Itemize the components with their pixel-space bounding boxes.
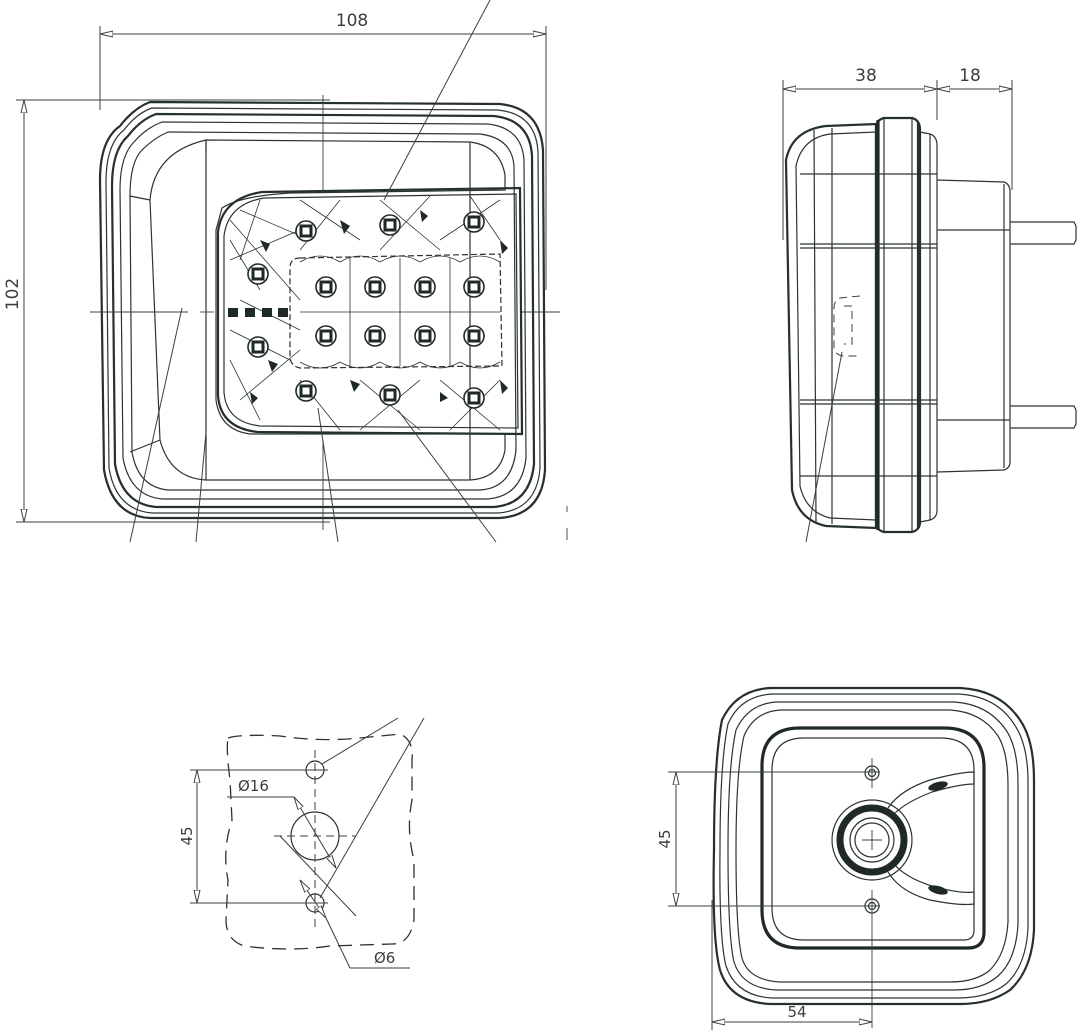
led xyxy=(295,220,317,242)
center-hole-label: Ø16 xyxy=(238,777,269,795)
side-view: 38 18 xyxy=(782,66,1077,543)
led-panel xyxy=(216,186,524,436)
leader-lines xyxy=(129,0,497,543)
depth-label: 38 xyxy=(855,66,877,86)
rear-offset-label: 54 xyxy=(787,1003,806,1021)
led xyxy=(364,325,386,347)
width-dimension: 108 xyxy=(99,11,547,290)
led xyxy=(364,276,386,298)
led xyxy=(247,263,269,285)
led xyxy=(463,276,485,298)
led xyxy=(463,325,485,347)
stud-length-label: 18 xyxy=(959,66,981,86)
rear-spacing-label: 45 xyxy=(656,829,674,848)
front-view: 108 102 xyxy=(3,0,560,543)
led xyxy=(414,276,436,298)
led-array xyxy=(247,211,485,409)
led xyxy=(463,387,485,409)
height-dimension: 102 xyxy=(3,99,330,523)
led xyxy=(315,276,337,298)
led xyxy=(247,336,269,358)
mounting-template: 45 Ø16 Ø6 xyxy=(178,717,425,969)
width-label: 108 xyxy=(336,11,368,31)
led xyxy=(414,325,436,347)
led xyxy=(463,211,485,233)
height-label: 102 xyxy=(3,278,23,310)
rear-view: 45 54 xyxy=(656,686,1036,1030)
led xyxy=(315,325,337,347)
stud-hole-label: Ø6 xyxy=(374,949,395,967)
led xyxy=(379,384,401,406)
led xyxy=(295,380,317,402)
template-spacing-label: 45 xyxy=(178,826,196,845)
mounting-studs xyxy=(1010,221,1077,429)
led xyxy=(379,214,401,236)
depth-dimension: 38 18 xyxy=(782,66,1013,240)
